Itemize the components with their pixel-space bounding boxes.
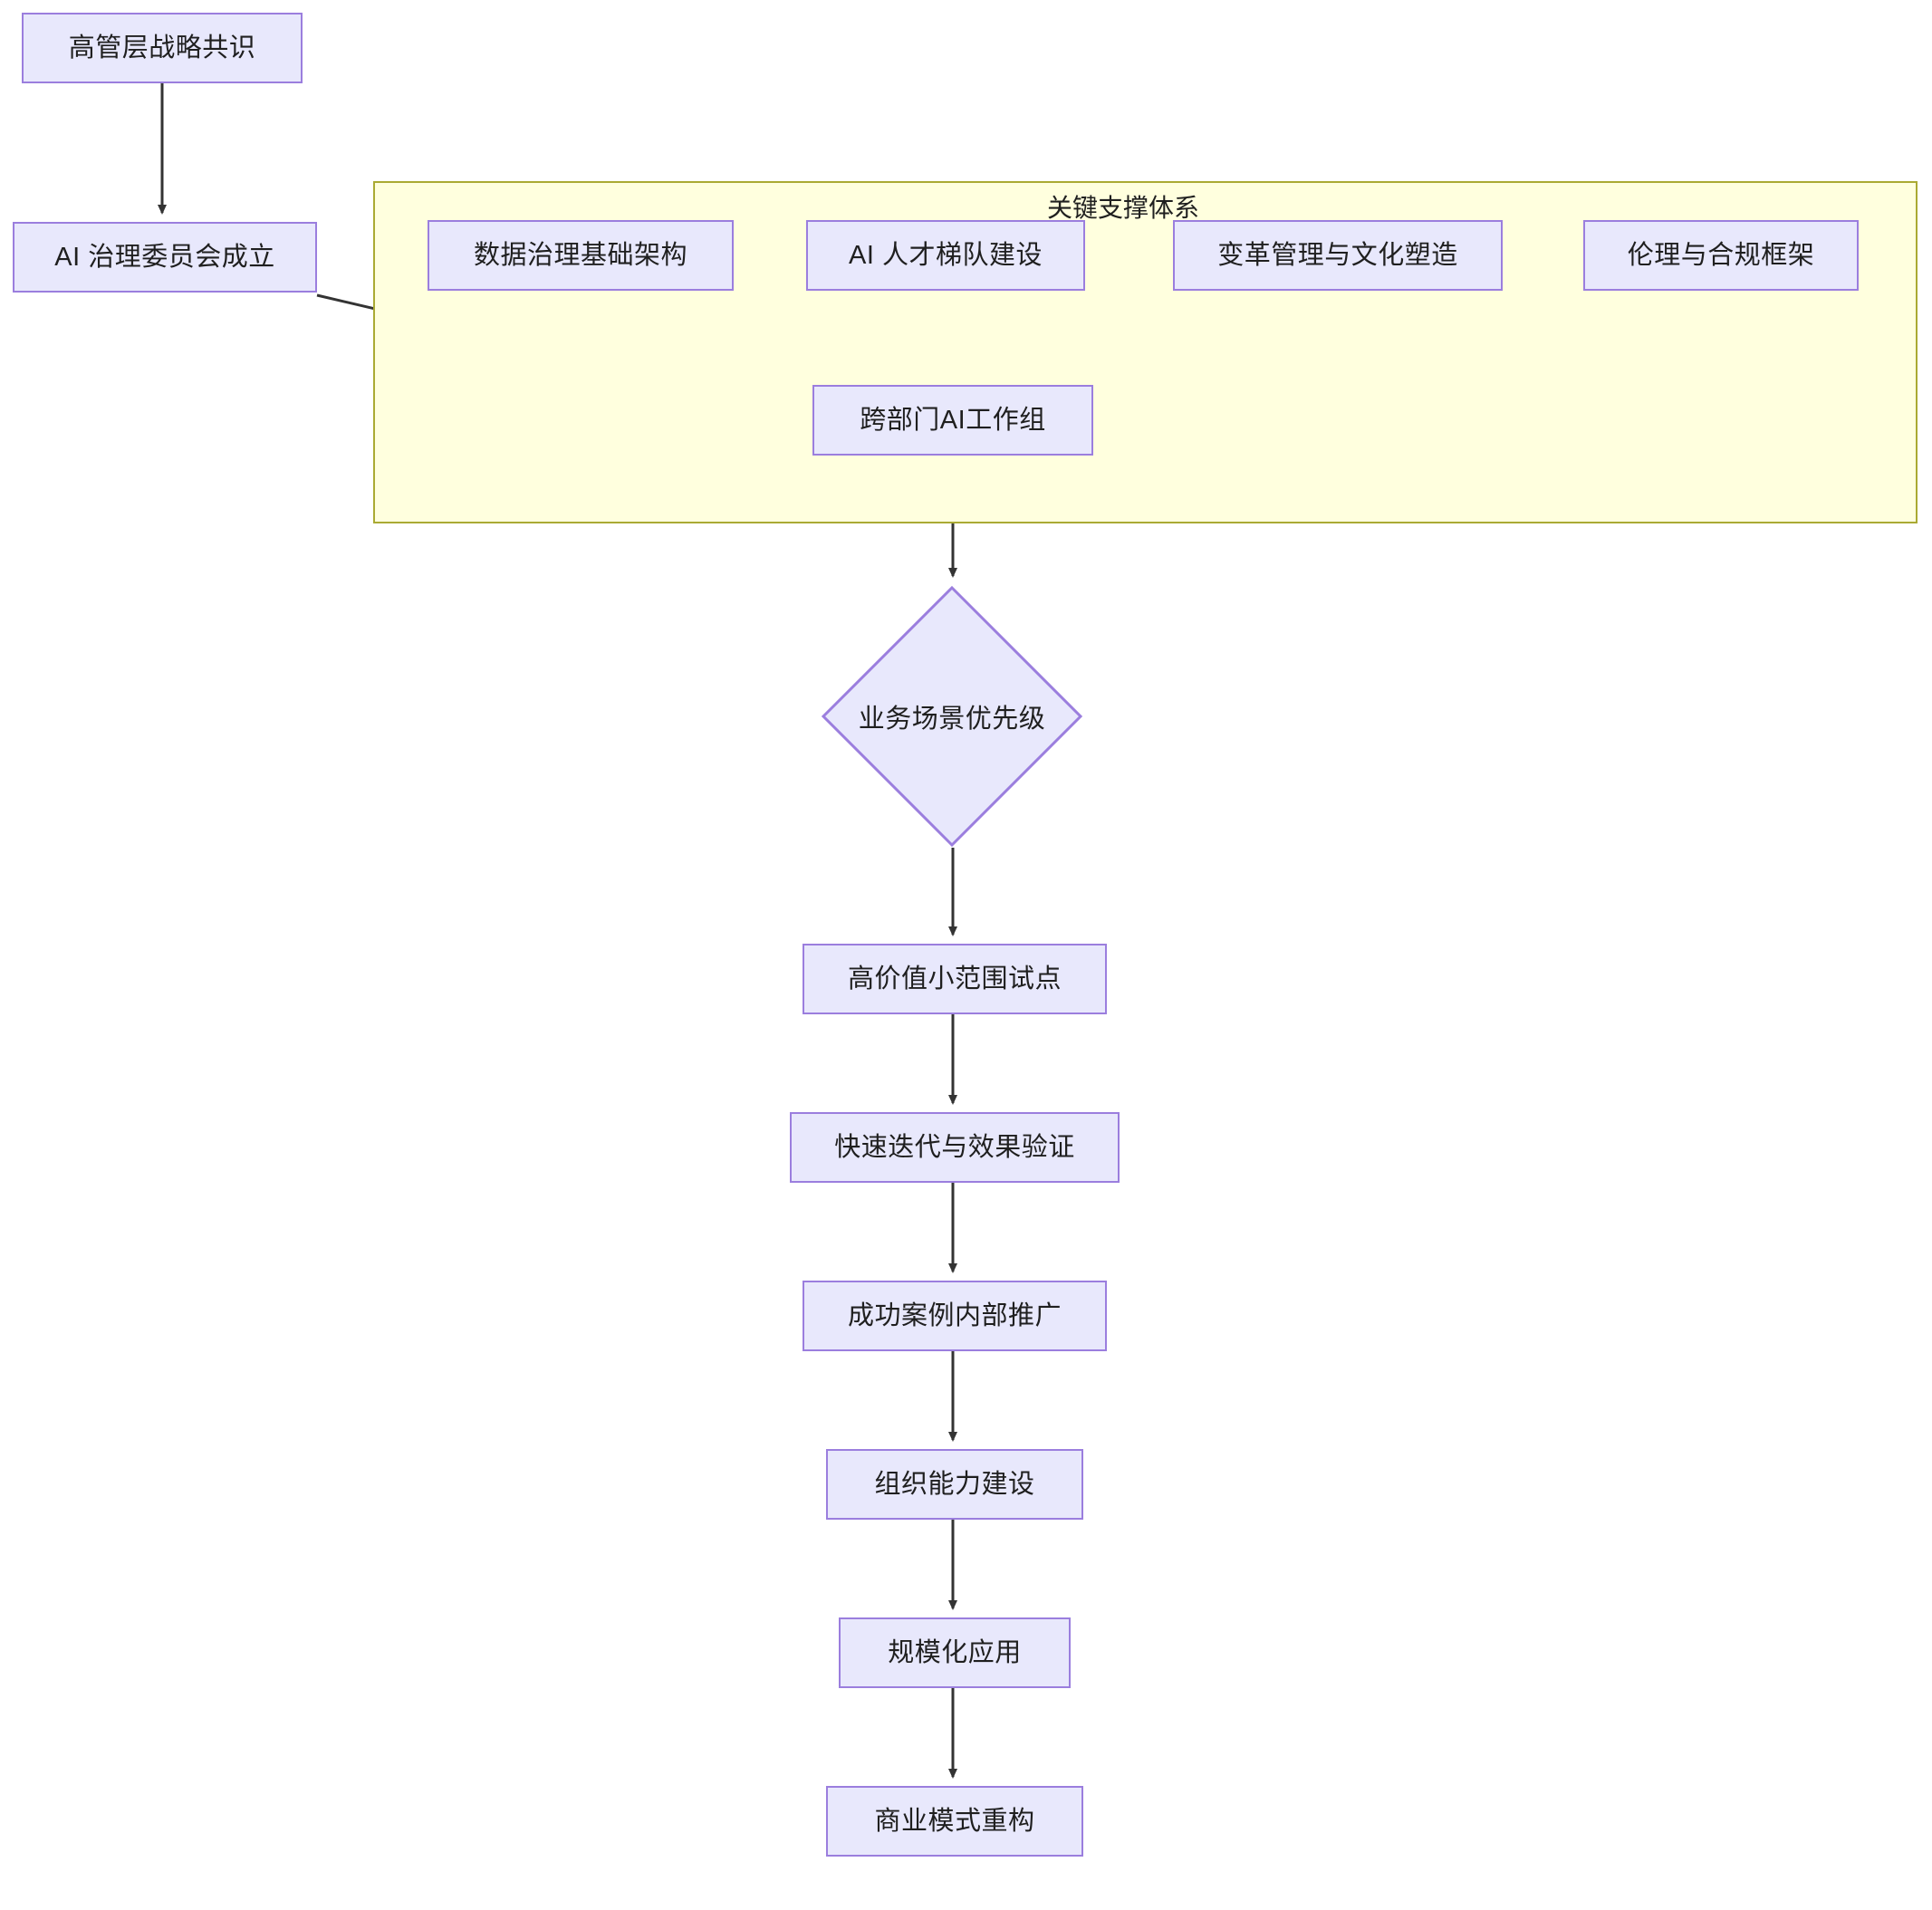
node-executive-consensus[interactable]: 高管层战略共识 — [22, 13, 303, 83]
node-scaled-application[interactable]: 规模化应用 — [839, 1617, 1071, 1688]
node-business-scenario-priority[interactable]: 业务场景优先级 — [821, 585, 1083, 848]
node-cross-department-ai-team[interactable]: 跨部门AI工作组 — [812, 385, 1093, 456]
node-rapid-iteration[interactable]: 快速迭代与效果验证 — [790, 1112, 1120, 1183]
node-data-governance[interactable]: 数据治理基础架构 — [428, 220, 734, 291]
node-org-capability-building[interactable]: 组织能力建设 — [826, 1449, 1083, 1520]
node-ai-governance-committee[interactable]: AI 治理委员会成立 — [13, 222, 317, 293]
node-ethics-compliance[interactable]: 伦理与合规框架 — [1583, 220, 1859, 291]
diamond-shape — [821, 585, 1083, 848]
node-internal-promotion[interactable]: 成功案例内部推广 — [803, 1281, 1107, 1351]
node-high-value-pilot[interactable]: 高价值小范围试点 — [803, 944, 1107, 1014]
node-change-management[interactable]: 变革管理与文化塑造 — [1173, 220, 1503, 291]
cluster-support-system-title: 关键支撑体系 — [1046, 194, 1200, 222]
node-business-model-reinvention[interactable]: 商业模式重构 — [826, 1786, 1083, 1857]
node-business-scenario-priority-label: 业务场景优先级 — [858, 705, 1046, 734]
node-ai-talent-pipeline[interactable]: AI 人才梯队建设 — [806, 220, 1085, 291]
